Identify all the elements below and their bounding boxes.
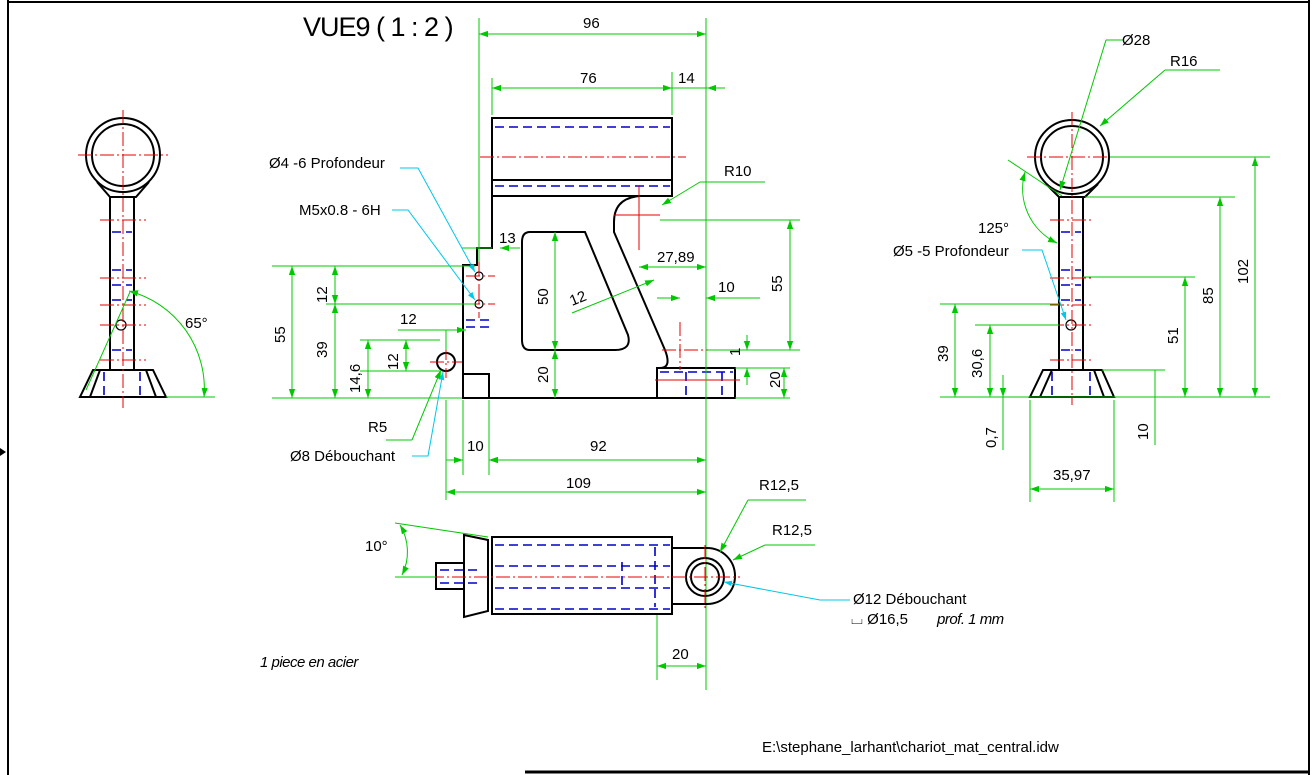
dim-10-bottom: 10 — [467, 438, 484, 455]
left-side-view: 65° — [78, 110, 215, 408]
radius-r10: R10 — [724, 163, 752, 180]
dim-55-left: 55 — [272, 326, 289, 343]
radius-r5: R5 — [368, 419, 387, 436]
radius-r16: R16 — [1170, 53, 1198, 70]
dim-109: 109 — [566, 475, 591, 492]
dim-27-89: 27,89 — [657, 249, 695, 266]
dim-20-right: 20 — [767, 371, 784, 388]
dim-dia-28: Ø28 — [1122, 32, 1150, 49]
note-hole-12: Ø12 Débouchant — [853, 591, 967, 608]
note-thread-m5: M5x0.8 - 6H — [299, 202, 381, 219]
angle-125: 125° — [978, 220, 1009, 237]
material-note: 1 piece en acier — [260, 654, 359, 671]
dim-30-6: 30,6 — [969, 349, 986, 378]
dim-14-6: 14,6 — [347, 364, 364, 393]
angle-10: 10° — [365, 538, 388, 555]
file-path: E:\stephane_larhant\chariot_mat_central.… — [762, 739, 1059, 756]
dim-51: 51 — [1165, 327, 1182, 344]
right-side-view: Ø28 R16 125° Ø5 -5 Profondeur 102 85 51 … — [893, 32, 1270, 502]
dim-102: 102 — [1235, 259, 1252, 284]
dim-14: 14 — [678, 70, 695, 87]
dim-13: 13 — [499, 230, 516, 247]
dim-50: 50 — [535, 288, 552, 305]
radius-r12-5-inner: R12,5 — [772, 522, 812, 539]
radius-r12-5-outer: R12,5 — [759, 477, 799, 494]
note-hole-4: Ø4 -6 Profondeur — [269, 155, 385, 172]
dim-12-hole: 12 — [385, 353, 402, 370]
dim-35-97: 35,97 — [1053, 467, 1091, 484]
dim-12-horiz: 12 — [400, 311, 417, 328]
dim-92: 92 — [590, 438, 607, 455]
dim-39: 39 — [314, 341, 331, 358]
note-hole-5: Ø5 -5 Profondeur — [893, 243, 1009, 260]
dim-20-top: 20 — [672, 646, 689, 663]
dim-96: 96 — [583, 15, 600, 32]
dim-1: 1 — [727, 348, 744, 356]
note-hole-8: Ø8 Débouchant — [290, 448, 396, 465]
note-counterbore-depth: prof. 1 mm — [936, 611, 1004, 628]
dim-0-7: 0,7 — [983, 427, 1000, 448]
dim-55-right: 55 — [769, 275, 786, 292]
dim-20-inner: 20 — [535, 366, 552, 383]
dim-39-right: 39 — [935, 345, 952, 362]
view-title: VUE9 ( 1 : 2 ) — [303, 12, 453, 42]
dim-85: 85 — [1200, 287, 1217, 304]
note-counterbore: ⌴ Ø16,5 — [851, 611, 908, 628]
angle-65-label: 65° — [185, 315, 208, 332]
dim-12-slot: 12 — [567, 288, 589, 310]
dim-12-upper: 12 — [314, 286, 331, 303]
front-view: 96 76 14 R10 13 27,89 10 55 50 12 1 20 2… — [269, 15, 800, 690]
dim-10-right-view: 10 — [1135, 423, 1152, 440]
top-view: 10° R12,5 R12,5 Ø12 Débouchant ⌴ Ø16,5 p… — [365, 477, 1004, 680]
dim-76: 76 — [580, 70, 597, 87]
dim-10-right: 10 — [718, 279, 735, 296]
